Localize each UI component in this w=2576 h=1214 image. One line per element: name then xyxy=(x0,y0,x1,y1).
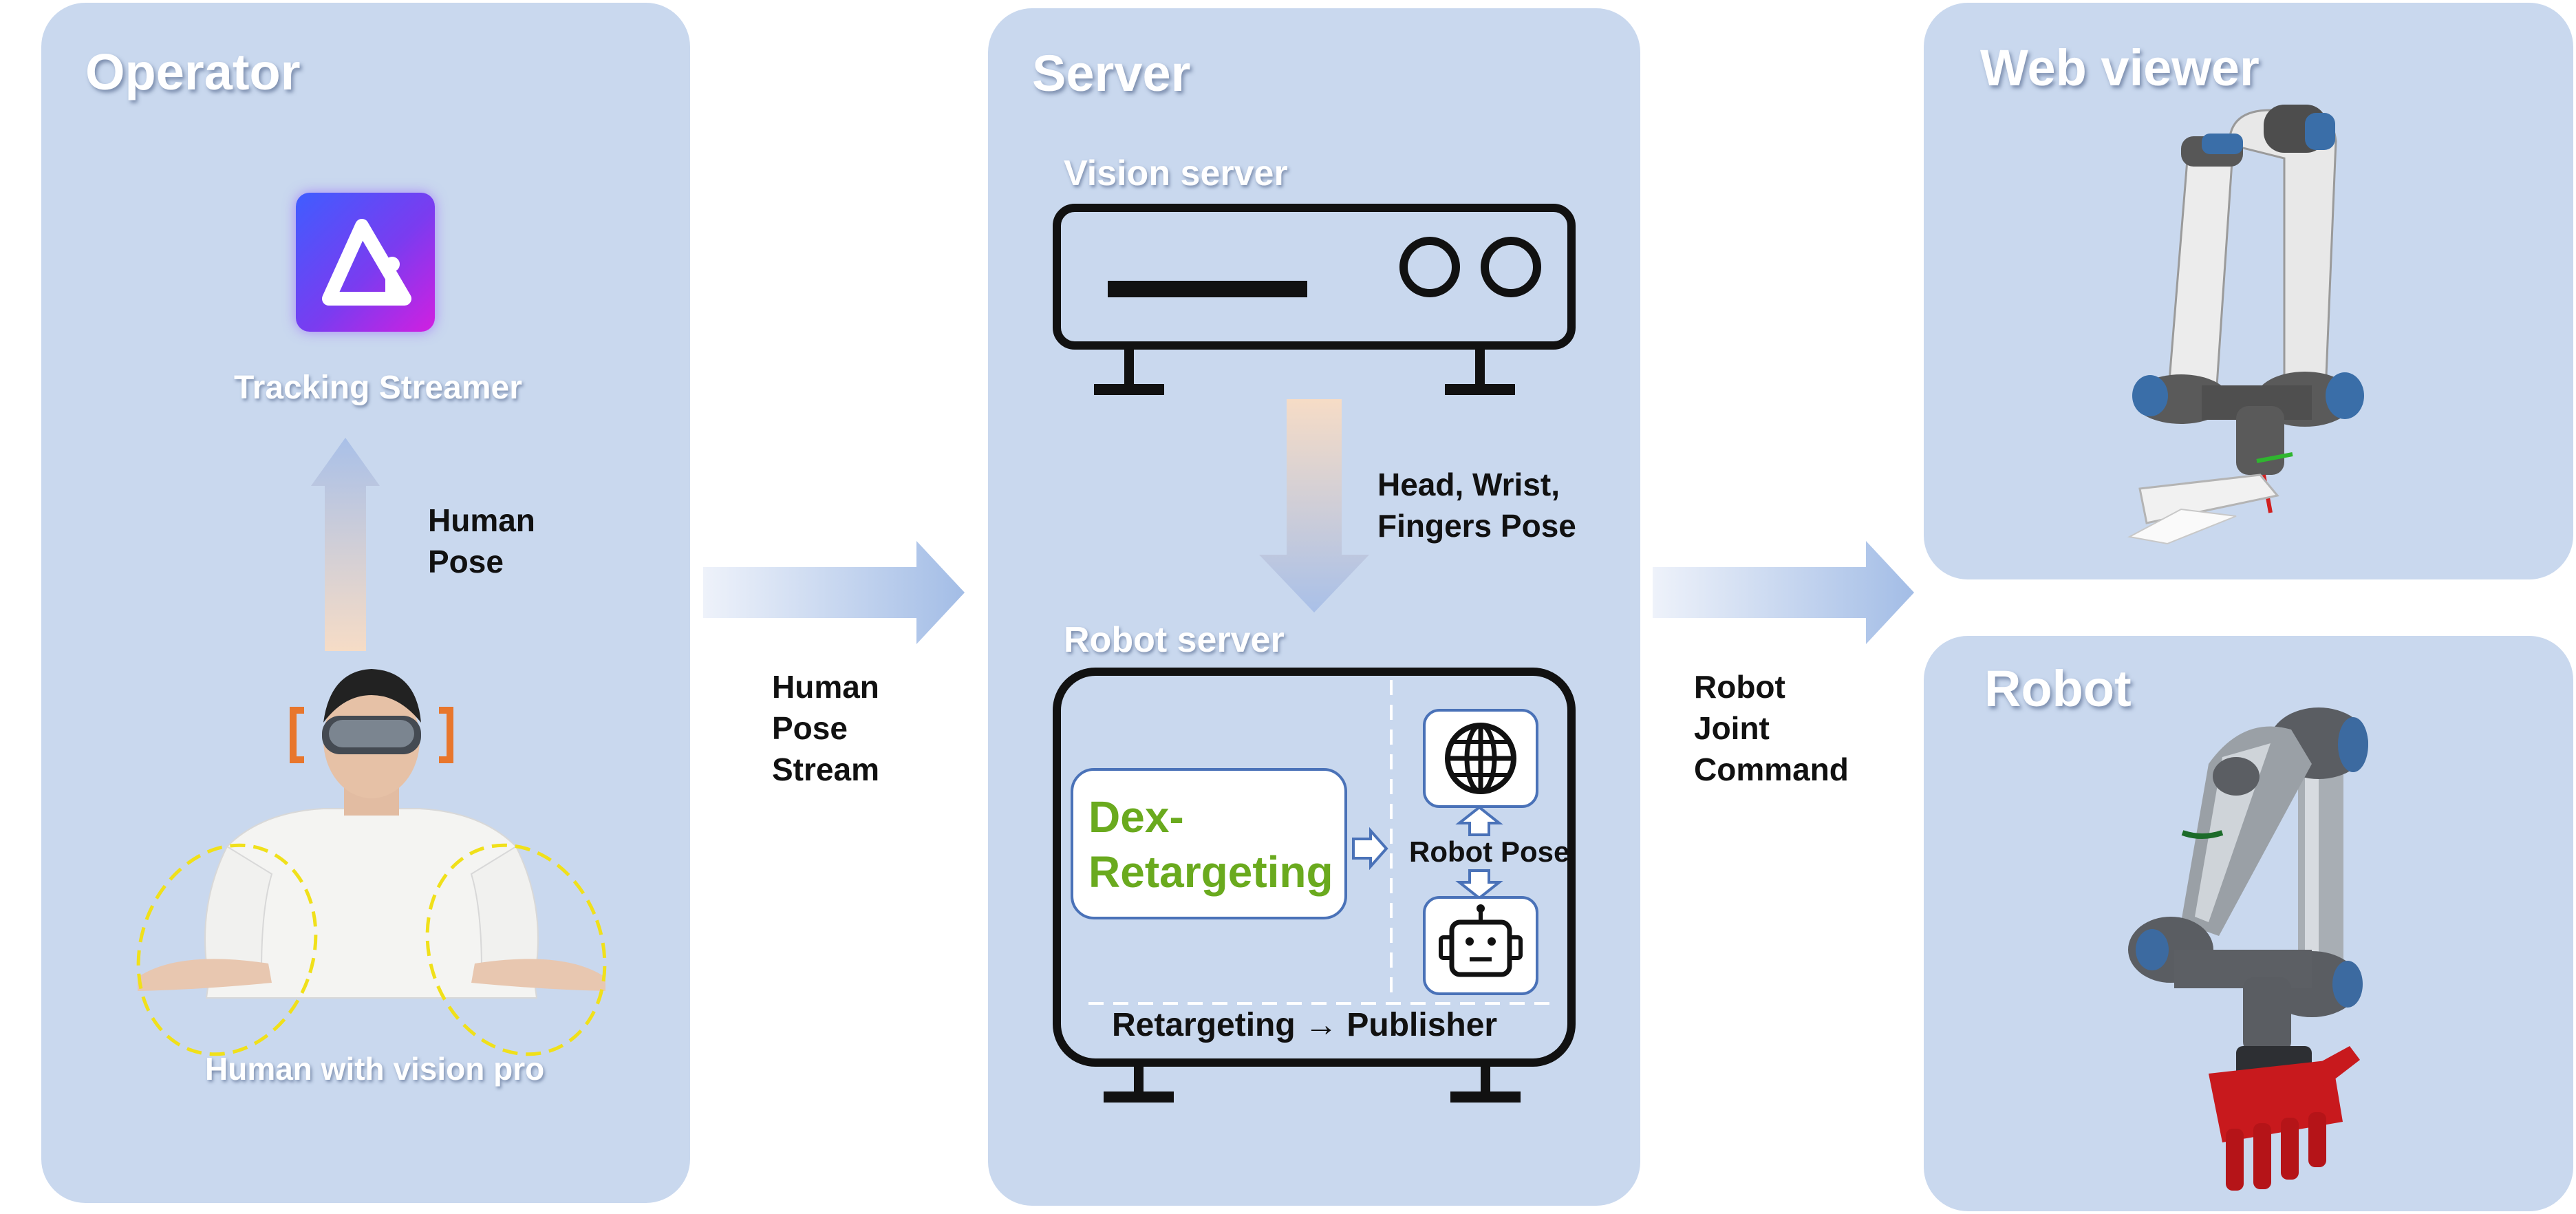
robot-joint-command-arrow xyxy=(1653,541,1914,644)
robot-face-icon-box xyxy=(1423,896,1538,995)
server-pose-label-line1: Head, Wrist, xyxy=(1377,467,1560,502)
command-arrow-label-line2: Joint xyxy=(1694,710,1770,746)
stream-arrow-label-line2: Pose xyxy=(772,710,848,746)
human-pose-stream-arrow xyxy=(703,541,965,644)
dex-retargeting-label-line2: Retargeting xyxy=(1088,847,1333,897)
head-wrist-fingers-pose-down-arrow xyxy=(1259,399,1369,613)
stream-arrow-label-line1: Human xyxy=(772,669,879,705)
server-pose-label-line2: Fingers Pose xyxy=(1377,508,1576,544)
pose-up-arrow-icon xyxy=(1455,805,1503,836)
command-arrow-label-line1: Robot xyxy=(1694,669,1785,705)
human-with-vision-pro-label: Human with vision pro xyxy=(205,1051,545,1087)
robot-title: Robot xyxy=(1984,660,2132,717)
retargeting-publisher-label: Retargeting → Publisher xyxy=(1112,1007,1498,1043)
globe-icon xyxy=(1445,723,1516,794)
vision-server-device-icon xyxy=(1053,204,1576,395)
server-title: Server xyxy=(1032,45,1191,102)
dex-retargeting-box: Dex- Retargeting xyxy=(1071,768,1347,919)
human-pose-up-arrow xyxy=(311,438,380,651)
web-viewer-robot-arm-render xyxy=(2127,105,2364,545)
robot-server-device-frame xyxy=(1053,668,1576,1103)
operator-title: Operator xyxy=(85,43,301,100)
robot-pose-label: Robot Pose xyxy=(1409,835,1570,868)
stream-arrow-label-line3: Stream xyxy=(772,752,879,787)
dex-retargeting-label-line1: Dex- xyxy=(1088,792,1184,842)
command-arrow-label-line3: Command xyxy=(1694,752,1849,787)
operator-pose-label-line1: Human xyxy=(428,502,535,538)
human-with-headset-illustration xyxy=(124,669,619,1060)
web-viewer-title: Web viewer xyxy=(1980,39,2260,96)
tracking-streamer-label: Tracking Streamer xyxy=(234,370,522,406)
physical-robot-arm-photo xyxy=(2128,707,2368,1191)
robot-server-label: Robot server xyxy=(1064,620,1285,660)
tracking-streamer-app-icon xyxy=(296,193,435,332)
globe-icon-box xyxy=(1423,709,1538,808)
pose-down-arrow-icon xyxy=(1455,869,1503,900)
dex-to-pose-arrow-icon xyxy=(1352,827,1388,871)
vision-server-label: Vision server xyxy=(1064,153,1288,193)
operator-pose-label-line2: Pose xyxy=(428,544,504,579)
robot-face-icon xyxy=(1439,904,1523,977)
